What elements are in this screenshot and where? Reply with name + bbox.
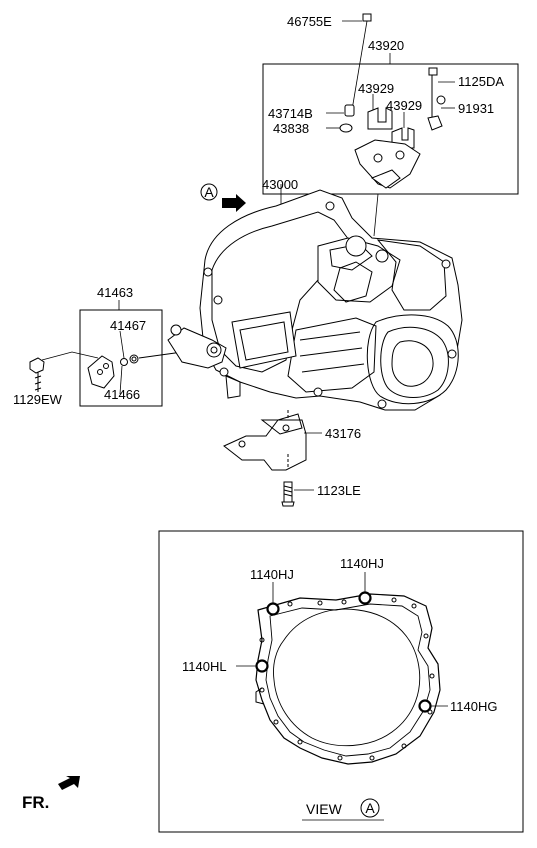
label-43929-a: 43929 bbox=[358, 81, 394, 96]
label-1125DA: 1125DA bbox=[458, 74, 504, 89]
label-1140HG: 1140HG bbox=[450, 699, 497, 714]
label-43838: 43838 bbox=[273, 121, 309, 136]
label-1129EW: 1129EW bbox=[13, 392, 63, 407]
view-a-marker: A bbox=[200, 183, 246, 212]
label-1140HJ-a: 1140HJ bbox=[250, 567, 294, 582]
label-91931: 91931 bbox=[458, 101, 494, 116]
dowel-pin-markers bbox=[255, 591, 432, 713]
front-label: FR. bbox=[22, 793, 49, 812]
label-46755E: 46755E bbox=[287, 14, 332, 29]
label-43176: 43176 bbox=[325, 426, 361, 441]
label-1123LE: 1123LE bbox=[317, 483, 361, 498]
label-41466: 41466 bbox=[104, 387, 140, 402]
label-43920: 43920 bbox=[368, 38, 404, 53]
view-caption-letter: A bbox=[365, 800, 375, 816]
front-arrow-icon bbox=[58, 776, 80, 790]
view-caption-text: VIEW bbox=[306, 801, 343, 817]
label-41467: 41467 bbox=[110, 318, 146, 333]
label-43929-b: 43929 bbox=[386, 98, 422, 113]
view-a-caption: VIEW A bbox=[302, 798, 384, 821]
view-a-marker-letter: A bbox=[204, 184, 214, 200]
label-43714B: 43714B bbox=[268, 106, 313, 121]
clutch-hose-bracket-drawing bbox=[29, 324, 227, 392]
front-direction-indicator: FR. bbox=[22, 776, 80, 812]
shift-lever-bracket-drawing bbox=[339, 67, 446, 189]
label-1140HL: 1140HL bbox=[182, 659, 227, 674]
label-43000: 43000 bbox=[262, 177, 298, 192]
transmission-43000-drawing bbox=[199, 184, 463, 411]
clutch-fitting-box bbox=[79, 309, 163, 407]
bell-housing-gasket-drawing bbox=[255, 593, 441, 765]
bracket-assembly-box bbox=[262, 63, 519, 195]
view-a-box bbox=[158, 530, 524, 833]
label-1140HJ-b: 1140HJ bbox=[340, 556, 384, 571]
label-41463: 41463 bbox=[97, 285, 133, 300]
bolt-46755E-drawing bbox=[342, 13, 372, 111]
mount-43176-drawing bbox=[223, 410, 307, 507]
